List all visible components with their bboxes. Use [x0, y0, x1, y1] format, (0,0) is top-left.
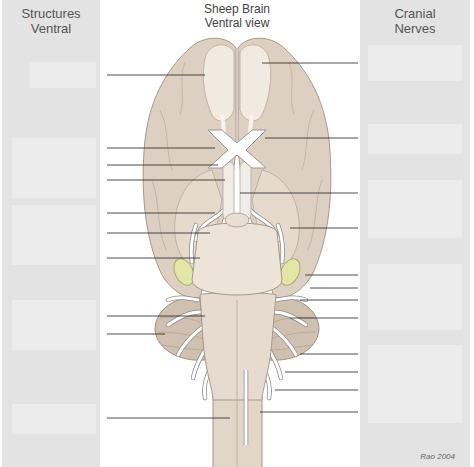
- signature: Rao 2004: [420, 452, 455, 461]
- leader-line: [300, 300, 358, 301]
- accessory-nerve: [244, 370, 249, 445]
- blank-label-box: [30, 62, 96, 88]
- leader-line: [260, 412, 358, 413]
- leader-line: [300, 354, 358, 355]
- label-box: Rao 2004: [420, 452, 455, 461]
- leader-line: [107, 418, 230, 419]
- cerebral-peduncle: [223, 162, 234, 220]
- leader-line: [107, 213, 215, 214]
- blank-label-box: [12, 138, 96, 198]
- leader-line: [107, 180, 225, 181]
- blank-label-box: [368, 124, 462, 154]
- title-box: Sheep Brain Ventral view: [197, 2, 277, 30]
- leader-line: [107, 148, 215, 149]
- blank-label-box: [12, 404, 96, 434]
- accessory-nerve: [245, 370, 248, 445]
- leader-line: [240, 193, 358, 194]
- blank-label-box: [12, 300, 96, 350]
- medulla: [200, 293, 276, 400]
- leader-line: [107, 233, 210, 234]
- midline: [237, 300, 238, 467]
- leader-line: [310, 288, 358, 289]
- leader-line: [107, 75, 205, 76]
- blank-label-box: [368, 180, 462, 238]
- leader-line: [275, 390, 358, 391]
- leader-line: [107, 63, 358, 418]
- blank-label-box: [12, 205, 96, 265]
- blank-label-box: [368, 345, 462, 423]
- diagram-title: Sheep Brain Ventral view: [197, 2, 277, 30]
- panel-heading: Structures Ventral: [11, 6, 91, 36]
- leader-line: [107, 334, 165, 335]
- leader-line: [107, 258, 200, 259]
- mammillary-body: [225, 213, 249, 227]
- label-panel: Cranial Nerves: [360, 0, 470, 467]
- label-panel: Structures Ventral: [2, 0, 100, 467]
- optic-chiasm: [208, 130, 266, 168]
- leader-line: [305, 275, 358, 276]
- leader-line: [290, 318, 358, 319]
- leader-line: [265, 138, 358, 139]
- panel-heading: Cranial Nerves: [384, 6, 446, 36]
- leader-line: [285, 372, 358, 373]
- blank-label-box: [368, 264, 462, 330]
- cerebral-peduncle: [240, 162, 251, 220]
- blank-label-box: [368, 45, 462, 81]
- leader-line: [107, 316, 205, 317]
- leader-line: [262, 63, 358, 64]
- spinal-cord: [213, 398, 262, 467]
- pons: [192, 223, 282, 295]
- leader-line: [290, 228, 358, 229]
- leader-line: [107, 165, 218, 166]
